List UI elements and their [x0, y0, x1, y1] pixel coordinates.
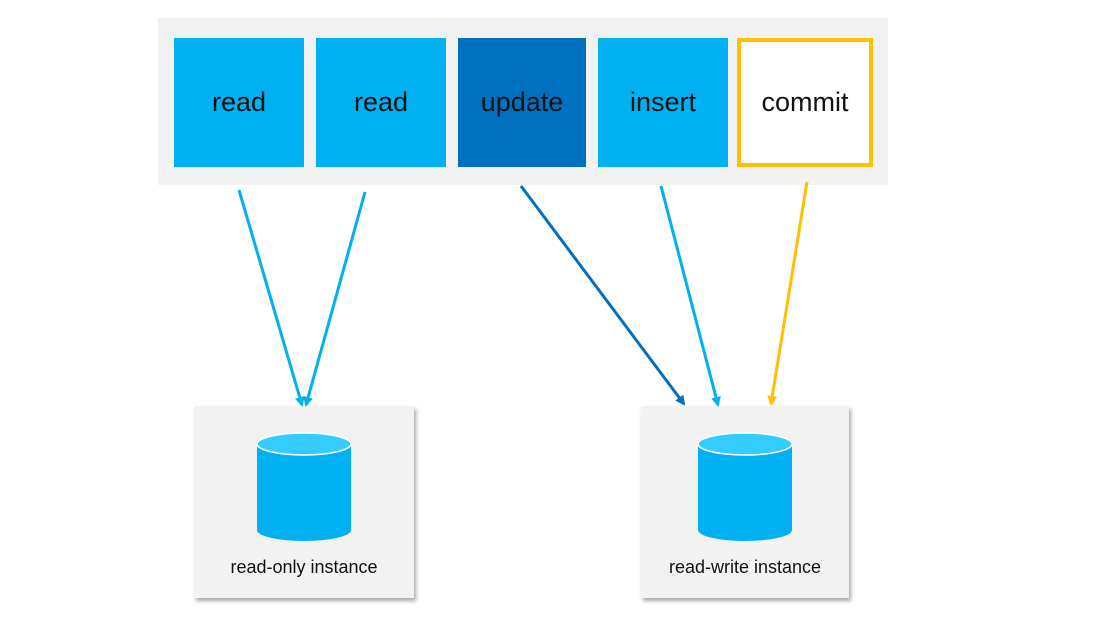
arrow-update	[519, 185, 686, 406]
read-write-instance-box: read-write instance	[641, 406, 849, 598]
arrow-commit	[767, 181, 809, 406]
commit-op-box: commit	[737, 38, 873, 167]
read-op-label-1: read	[211, 87, 267, 117]
insert-op-label: insert	[629, 87, 697, 117]
read-op-box-2: read	[316, 38, 446, 167]
read-only-instance-label: read-only instance	[230, 557, 378, 577]
read-op-label-2: read	[353, 87, 409, 117]
read-op-box-1: read	[174, 38, 304, 167]
update-op-box: update	[458, 38, 586, 167]
insert-op-box: insert	[598, 38, 728, 167]
arrow-read-1	[237, 189, 305, 407]
commit-op-label: commit	[761, 87, 849, 117]
arrow-insert	[659, 185, 721, 407]
read-write-instance-label: read-write instance	[668, 557, 822, 577]
database-icon	[697, 432, 793, 541]
read-only-instance-box: read-only instance	[194, 406, 414, 598]
database-icon	[256, 432, 352, 541]
arrow-read-2	[303, 191, 367, 407]
update-op-label: update	[480, 87, 564, 117]
